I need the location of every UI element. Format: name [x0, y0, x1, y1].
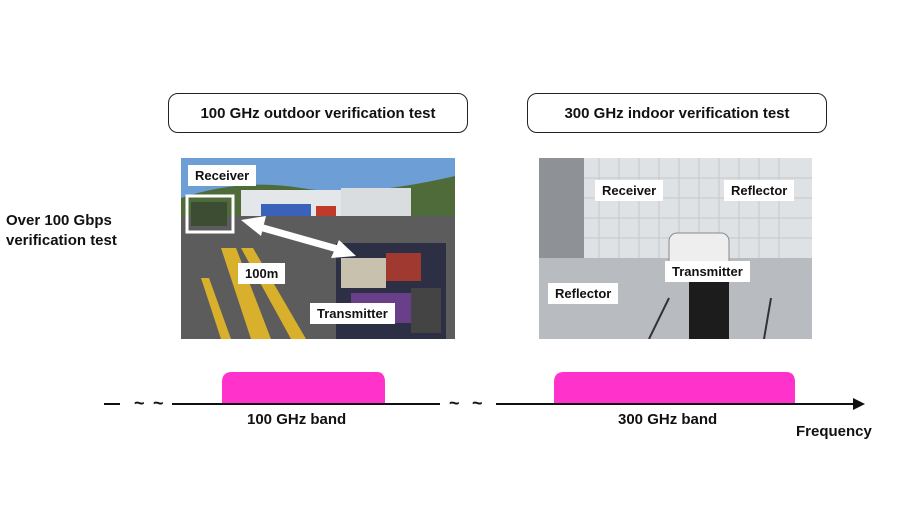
frequency-axis-label: Frequency	[796, 423, 872, 440]
outdoor-transmitter-callout: Transmitter	[310, 303, 395, 324]
outdoor-test-title: 100 GHz outdoor verification test	[168, 93, 468, 133]
axis-break-symbol-1b: ~	[153, 393, 164, 413]
band-100ghz-bar	[222, 372, 385, 404]
outdoor-receiver-callout: Receiver	[188, 165, 257, 186]
band-300ghz-bar	[554, 372, 795, 404]
outdoor-test-photo	[181, 158, 455, 339]
axis-break-symbol-1a: ~	[134, 393, 145, 413]
axis-arrow-head	[853, 398, 865, 410]
frequency-axis	[104, 372, 865, 410]
outdoor-scene-image	[181, 158, 455, 339]
axis-break-symbol-2b: ~	[472, 393, 483, 413]
outdoor-distance-callout: 100m	[238, 263, 286, 284]
indoor-reflector-left-callout: Reflector	[548, 283, 619, 304]
indoor-receiver-callout: Receiver	[595, 180, 664, 201]
indoor-reflector-top-callout: Reflector	[724, 180, 795, 201]
side-label: Over 100 Gbps verification test	[6, 212, 117, 249]
band-label-300ghz: 300 GHz band	[618, 411, 718, 428]
indoor-test-title: 300 GHz indoor verification test	[527, 93, 827, 133]
indoor-transmitter-callout: Transmitter	[665, 261, 750, 282]
axis-break-symbol-2a: ~	[449, 393, 460, 413]
band-label-100ghz: 100 GHz band	[247, 411, 347, 428]
